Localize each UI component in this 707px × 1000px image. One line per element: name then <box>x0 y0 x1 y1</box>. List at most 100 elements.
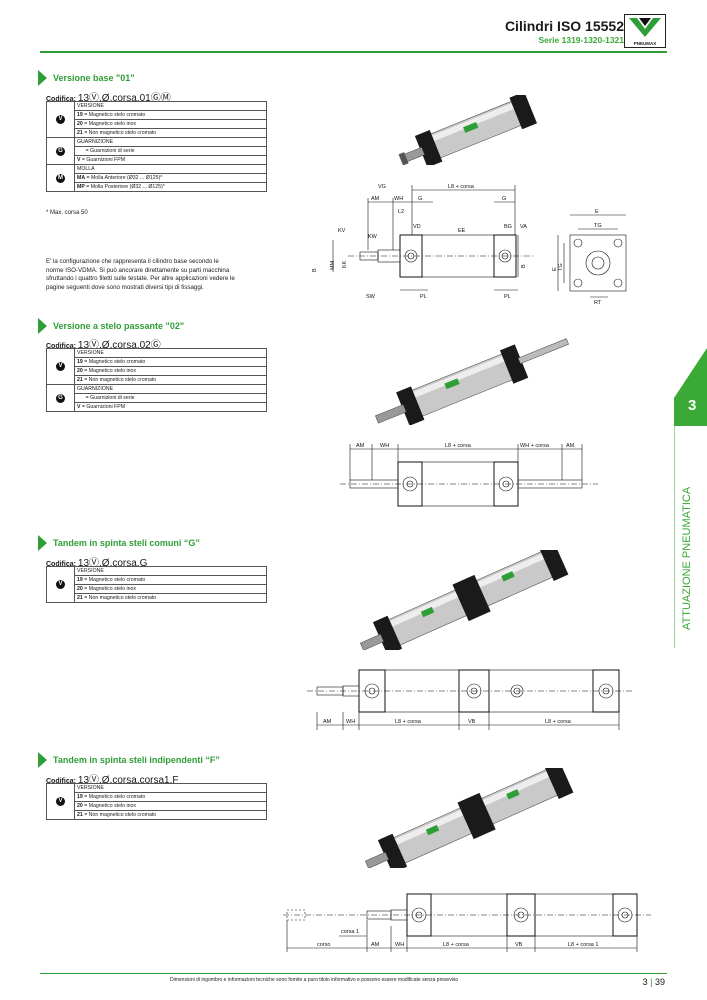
versione-heading: VERSIONE <box>74 783 267 793</box>
dim-label: SW <box>366 294 376 300</box>
section-title-text: Versione a stelo passante "02" <box>53 321 185 331</box>
dim-label: VD <box>413 224 421 230</box>
versione-row: 21 = Non magnetico stelo cromato <box>74 375 267 385</box>
dim-label: corsa 1 <box>341 929 359 935</box>
dim-label: KK <box>342 260 348 268</box>
max-stroke-note: * Max. corsa 50 <box>46 210 88 216</box>
versione-row: 19 = Magnetico stelo cromato <box>74 792 267 802</box>
codifica-tandem-g: Codifica: 13Ⓥ.Ø.corsa.G <box>46 558 148 569</box>
versione-key: V <box>46 783 75 820</box>
drawing-tandem-f: corsa 1 corso AM WH L8 + corsa VB L8 + c… <box>283 893 651 952</box>
pneumax-logo: PNEUMAX <box>624 14 666 48</box>
dim-label: WH <box>395 942 404 948</box>
dim-label: L2 <box>398 209 404 215</box>
cylinder-tandem-f-photo <box>364 768 574 868</box>
dim-label: PL <box>504 294 511 300</box>
guarnizione-heading: GUARNIZIONE <box>74 137 267 147</box>
dim-label: RT <box>594 300 602 305</box>
drawing-base-front: E TG E TG RT <box>552 209 627 305</box>
dim-label: G <box>418 196 422 202</box>
cylinder-through-rod-photo <box>375 338 569 425</box>
dim-label: AM <box>371 196 380 202</box>
dim-label: AM <box>566 443 575 449</box>
description-text: E' la configurazione che rappresenta il … <box>46 258 235 291</box>
dim-label: TG <box>594 223 602 229</box>
codifica-code: 13Ⓥ.Ø.corsa.01ⒼⓂ <box>77 93 171 104</box>
codifica-tandem-f: Codifica: 13Ⓥ.Ø.corsa.corsa1.F <box>46 775 179 786</box>
header-rule <box>40 51 667 53</box>
drawing-through-rod: AM WH L8 + corsa WH + corsa AM <box>340 443 598 507</box>
versione-row: 19 = Magnetico stelo cromato <box>74 575 267 585</box>
codifica-base: Codifica: 13Ⓥ.Ø.corsa.01ⒼⓂ <box>46 93 171 104</box>
page-number: 3 | 39 <box>642 977 665 987</box>
page-title: Cilindri ISO 15552 <box>504 18 624 34</box>
cylinder-base-photo <box>398 95 537 165</box>
dim-label: WH <box>380 443 389 449</box>
molla-heading: MOLLA <box>74 164 267 174</box>
versione-key: V <box>46 566 75 603</box>
guarnizione-row: = Guarnizioni di serie <box>74 146 267 156</box>
section-arrow-icon <box>38 752 47 768</box>
section-title-text: Tandem in spinta steli indipendenti “F” <box>53 755 220 765</box>
dim-label: AM <box>323 719 332 725</box>
versione-heading: VERSIONE <box>74 566 267 576</box>
versione-row: 20 = Magnetico stelo inox <box>74 119 267 129</box>
dim-label: KW <box>368 234 378 240</box>
chapter-side-label: ATTUAZIONE PNEUMATICA <box>681 486 692 630</box>
cylinder-tandem-g-photo <box>359 550 569 650</box>
logo-text: PNEUMAX <box>633 41 657 46</box>
section-title-base: Versione base "01" <box>38 70 135 86</box>
codifica-through-rod: Codifica: 13Ⓥ.Ø.corsa.02Ⓖ <box>46 340 161 351</box>
versione-row: 21 = Non magnetico stelo cromato <box>74 810 267 820</box>
dim-label: corso <box>317 942 330 948</box>
drawing-base-side: VG L8 + corsa AM WH G G L2 KV KW VD EE B… <box>312 184 533 300</box>
versione-row: 20 = Magnetico stelo inox <box>74 801 267 811</box>
section-title-tandem-f: Tandem in spinta steli indipendenti “F” <box>38 752 220 768</box>
dim-label: L8 + corsa <box>445 443 472 449</box>
versione-key: V <box>46 101 75 138</box>
guarnizione-row: = Guarnizioni di serie <box>74 393 267 403</box>
dim-label: VB <box>468 719 476 725</box>
dim-label: B <box>312 268 318 272</box>
guarnizione-row: V = Guarnizioni FPM <box>74 402 267 412</box>
dim-label: VB <box>515 942 523 948</box>
dim-label: MM <box>330 260 336 270</box>
versione-row: 21 = Non magnetico stelo cromato <box>74 593 267 603</box>
dim-label: VG <box>378 184 386 190</box>
section-arrow-icon <box>38 70 47 86</box>
dim-label: B <box>521 264 527 268</box>
section-arrow-icon <box>38 318 47 334</box>
footer-rule <box>40 973 667 974</box>
dim-label: EE <box>458 228 466 234</box>
page-subtitle: Serie 1319-1320-1321 <box>538 35 624 45</box>
dim-label: L8 + corsa <box>448 184 475 190</box>
section-title-text: Tandem in spinta steli comuni “G” <box>53 538 200 548</box>
dim-label: PL <box>420 294 427 300</box>
guarnizione-key: G <box>46 384 75 412</box>
dim-label: TG <box>558 263 564 271</box>
dim-label: G <box>502 196 506 202</box>
dim-label: VA <box>520 224 527 230</box>
section-title-tandem-g: Tandem in spinta steli comuni “G” <box>38 535 200 551</box>
dim-label: WH <box>394 196 403 202</box>
molla-row: MA = Molla Anteriore (Ø32 ... Ø125)* <box>74 173 267 183</box>
section-title-text: Versione base "01" <box>53 73 135 83</box>
molla-row: MP = Molla Posteriore (Ø32 ... Ø125)* <box>74 182 267 192</box>
dim-label: L8 + corsa 1 <box>568 942 598 948</box>
drawing-tandem-g: AM WH L8 + corsa VB L8 + corsa <box>307 669 633 730</box>
dim-label: AM <box>371 942 380 948</box>
guarnizione-key: G <box>46 137 75 165</box>
logo-mark-icon <box>629 18 661 37</box>
footer-disclaimer: Dimensioni di ingombro e informazioni te… <box>170 977 459 983</box>
versione-row: 20 = Magnetico stelo inox <box>74 584 267 594</box>
dim-label: AM <box>356 443 365 449</box>
codifica-code: 13Ⓥ.Ø.corsa.G <box>77 558 148 569</box>
dim-label: WH <box>346 719 355 725</box>
molla-key: M <box>46 164 75 192</box>
guarnizione-row: V = Guarnizioni FPM <box>74 155 267 165</box>
versione-row: 20 = Magnetico stelo inox <box>74 366 267 376</box>
versione-row: 19 = Magnetico stelo cromato <box>74 110 267 120</box>
